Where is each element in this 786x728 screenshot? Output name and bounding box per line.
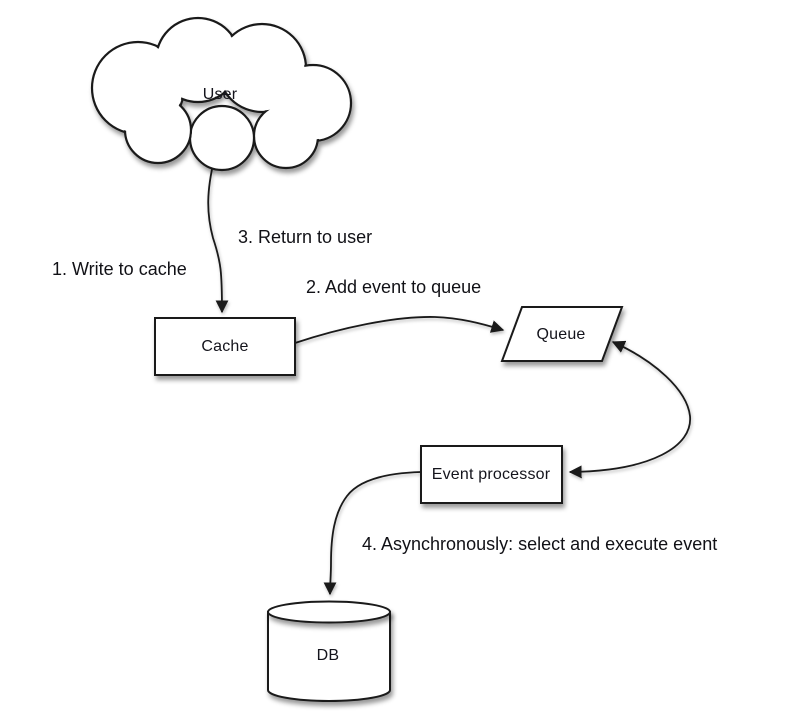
cache-node-label: Cache xyxy=(201,338,249,355)
event-processor-box xyxy=(420,445,563,504)
annotation-step2: 2. Add event to queue xyxy=(306,277,482,297)
db-cylinder xyxy=(267,600,391,702)
user-node-label: User xyxy=(202,86,238,103)
connectors xyxy=(207,159,691,596)
annotation-step1: 1. Write to cache xyxy=(52,259,187,279)
queue-processor-double-arrow xyxy=(568,340,691,479)
queue-parallelogram xyxy=(500,306,624,362)
event-processor-node-label: Event processor xyxy=(431,466,551,483)
annotation-step4: 4. Asynchronously: select and execute ev… xyxy=(362,534,718,554)
processor-db-arrow xyxy=(323,471,422,596)
user-cloud-shape xyxy=(90,16,353,172)
db-cylinder-top xyxy=(267,600,391,624)
annotation-step3: 3. Return to user xyxy=(238,227,373,247)
user-cache-arrow xyxy=(207,159,229,314)
cache-queue-arrow xyxy=(294,316,505,344)
db-cylinder-body xyxy=(267,611,391,702)
queue-node-label: Queue xyxy=(536,326,586,343)
db-node-label: DB xyxy=(316,647,340,664)
cache-box xyxy=(154,317,296,376)
